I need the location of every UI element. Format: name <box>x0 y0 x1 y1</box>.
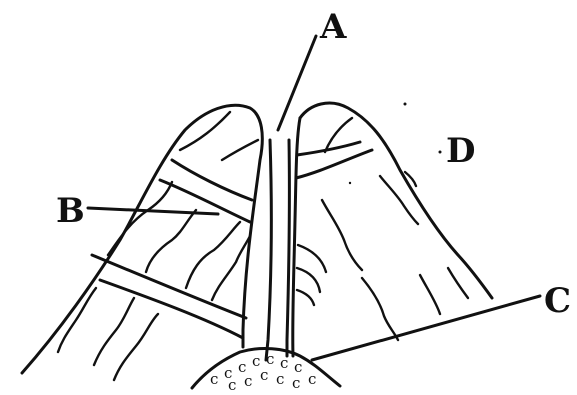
right-arch-2 <box>297 268 320 292</box>
left-upper-band-top <box>172 160 252 200</box>
debris-mark: c <box>228 376 236 394</box>
leader-lines <box>88 36 540 360</box>
left-rock-block <box>22 105 262 380</box>
right-arch-1 <box>298 245 326 272</box>
leader-line-c <box>312 296 540 360</box>
label-d: D <box>446 131 475 171</box>
crevice-left-wall <box>266 140 271 360</box>
diagram-labels: A B C D <box>56 7 571 321</box>
label-b: B <box>56 191 85 231</box>
speck-3 <box>349 182 351 184</box>
crevice-right-wall <box>287 140 289 356</box>
debris-mark: c <box>244 372 252 390</box>
central-crevice <box>266 140 289 360</box>
leader-line-b <box>88 208 218 214</box>
debris-pile: c c c c c c c c c c c c c <box>192 349 340 394</box>
label-a: A <box>319 7 347 47</box>
speck-1 <box>404 103 407 106</box>
right-fissure-2 <box>362 278 398 340</box>
right-fissure-4 <box>420 275 440 314</box>
left-fissure-1 <box>180 112 230 150</box>
left-upper-band-bottom <box>160 180 250 222</box>
right-arch-3 <box>297 290 314 305</box>
left-fissure-2 <box>222 140 258 160</box>
debris-mark: c <box>260 366 268 384</box>
right-fissure-3 <box>380 176 418 224</box>
debris-mark: c <box>210 370 218 388</box>
right-fissure-1 <box>322 200 362 270</box>
leader-line-a <box>278 36 316 130</box>
right-fissure-5 <box>448 268 468 298</box>
speck-2 <box>439 151 442 154</box>
debris-mark: c <box>276 370 284 388</box>
label-c: C <box>544 281 571 321</box>
debris-mark: c <box>308 370 316 388</box>
debris-mark: c <box>292 374 300 392</box>
left-fissure-5 <box>186 222 240 288</box>
left-fissure-4 <box>146 210 196 272</box>
